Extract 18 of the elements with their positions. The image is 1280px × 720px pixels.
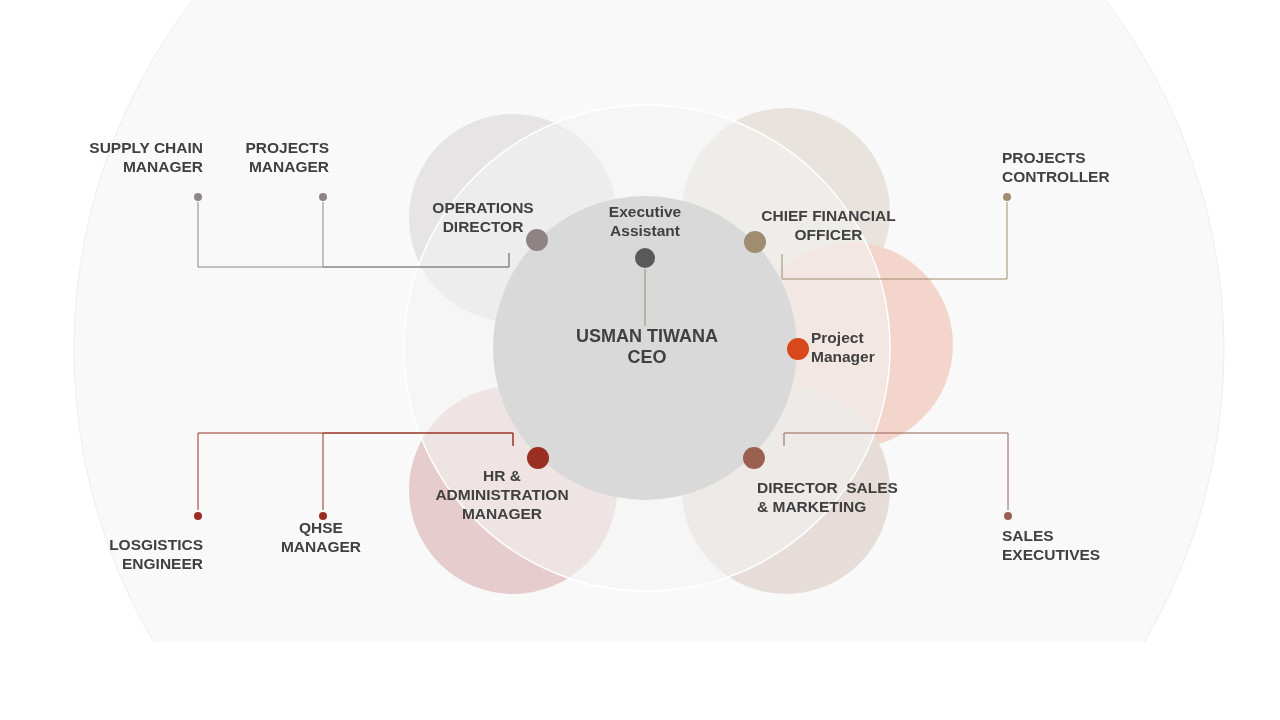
role-label: USMAN TIWANA CEO — [575, 326, 719, 368]
role-label: OPERATIONS DIRECTOR — [431, 198, 535, 236]
connector-line — [781, 201, 1008, 280]
role-label: Project Manager — [811, 328, 876, 366]
role-label: HR & ADMINISTRATION MANAGER — [434, 466, 570, 523]
connector-line — [322, 432, 514, 511]
connector-line — [644, 268, 646, 327]
role-label: QHSE MANAGER — [279, 518, 363, 556]
role-label: PROJECTS MANAGER — [244, 138, 329, 176]
role-label: SALES EXECUTIVES — [1002, 526, 1102, 564]
role-label: CHIEF FINANCIAL OFFICER — [760, 206, 897, 244]
role-label: Executive Assistant — [607, 202, 683, 240]
role-label: PROJECTS CONTROLLER — [1002, 148, 1111, 186]
connector-line — [322, 201, 510, 268]
role-label: DIRECTOR SALES & MARKETING — [757, 478, 899, 516]
connector-line — [783, 432, 1009, 511]
role-label: LOSGISTICS ENGINEER — [108, 535, 203, 573]
role-label: SUPPLY CHAIN MANAGER — [88, 138, 203, 176]
